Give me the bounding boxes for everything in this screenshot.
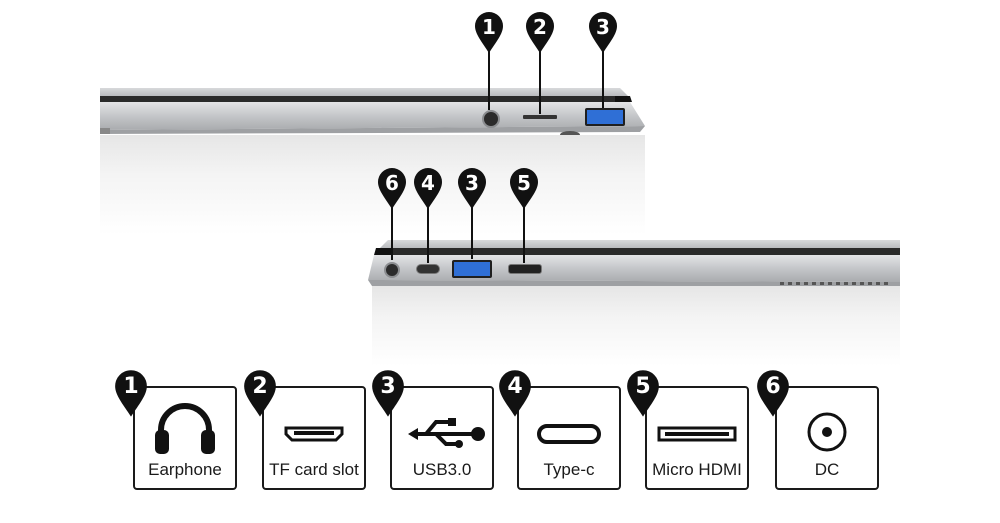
- laptop-micro-hdmi-port: [508, 264, 542, 274]
- marker-number: 3: [596, 15, 610, 39]
- marker-number: 2: [533, 15, 547, 39]
- card-marker-2: 2: [243, 370, 277, 418]
- laptop-right-side-view: [100, 88, 645, 148]
- port-card-micro-hdmi: Micro HDMI: [645, 386, 749, 490]
- headphones-icon: [155, 403, 215, 454]
- card-marker-6: 6: [756, 370, 790, 418]
- card-slot-icon: [284, 426, 344, 442]
- type-c-icon: [537, 424, 601, 444]
- marker-number: 2: [252, 374, 268, 399]
- marker-line: [523, 205, 525, 263]
- marker-number: 5: [517, 171, 531, 195]
- port-card-dc: DC: [775, 386, 879, 490]
- port-label: DC: [814, 460, 840, 479]
- marker-number: 5: [635, 374, 651, 399]
- port-card-tf-card-slot: TF card slot: [262, 386, 366, 490]
- marker-number: 3: [465, 171, 479, 195]
- dc-icon: [807, 412, 847, 452]
- port-label: Type-c: [543, 460, 595, 479]
- marker-pin-2: 2: [525, 12, 555, 54]
- card-marker-1: 1: [114, 370, 148, 418]
- card-marker-3: 3: [371, 370, 405, 418]
- marker-line: [488, 48, 490, 110]
- marker-line: [539, 48, 541, 114]
- marker-pin-5: 5: [509, 168, 539, 210]
- port-label: Micro HDMI: [652, 460, 742, 479]
- marker-number: 1: [482, 15, 496, 39]
- port-label: USB3.0: [412, 460, 472, 479]
- laptop-dc-port: [384, 262, 400, 278]
- marker-number: 1: [123, 374, 139, 399]
- laptop-usb-port-left: [452, 260, 492, 278]
- marker-number: 3: [380, 374, 396, 399]
- marker-pin-3b: 3: [457, 168, 487, 210]
- marker-pin-6: 6: [377, 168, 407, 210]
- laptop-type-c-port: [416, 264, 440, 274]
- port-label: TF card slot: [269, 460, 359, 479]
- marker-number: 6: [765, 374, 781, 399]
- marker-line: [602, 48, 604, 108]
- marker-line: [471, 205, 473, 259]
- laptop-usb-port-right: [585, 108, 625, 126]
- laptop-left-shadow: [372, 286, 900, 366]
- marker-pin-4: 4: [413, 168, 443, 210]
- marker-number: 4: [507, 374, 523, 399]
- card-marker-4: 4: [498, 370, 532, 418]
- port-card-type-c: Type-c: [517, 386, 621, 490]
- marker-line: [391, 205, 393, 260]
- port-card-usb: USB3.0: [390, 386, 494, 490]
- card-marker-5: 5: [626, 370, 660, 418]
- marker-line: [427, 205, 429, 263]
- laptop-right-shadow: [100, 135, 645, 235]
- marker-number: 6: [385, 171, 399, 195]
- laptop-right-side-body: [100, 88, 645, 139]
- port-label: Earphone: [148, 460, 222, 479]
- marker-number: 4: [421, 171, 435, 195]
- micro-hdmi-icon: [657, 426, 737, 442]
- marker-pin-3: 3: [588, 12, 618, 54]
- marker-pin-1: 1: [474, 12, 504, 54]
- laptop-vent: [780, 282, 890, 285]
- usb-icon: [408, 418, 485, 448]
- laptop-earphone-port: [482, 110, 500, 128]
- port-card-earphone: Earphone: [133, 386, 237, 490]
- laptop-tf-card-slot: [523, 115, 557, 119]
